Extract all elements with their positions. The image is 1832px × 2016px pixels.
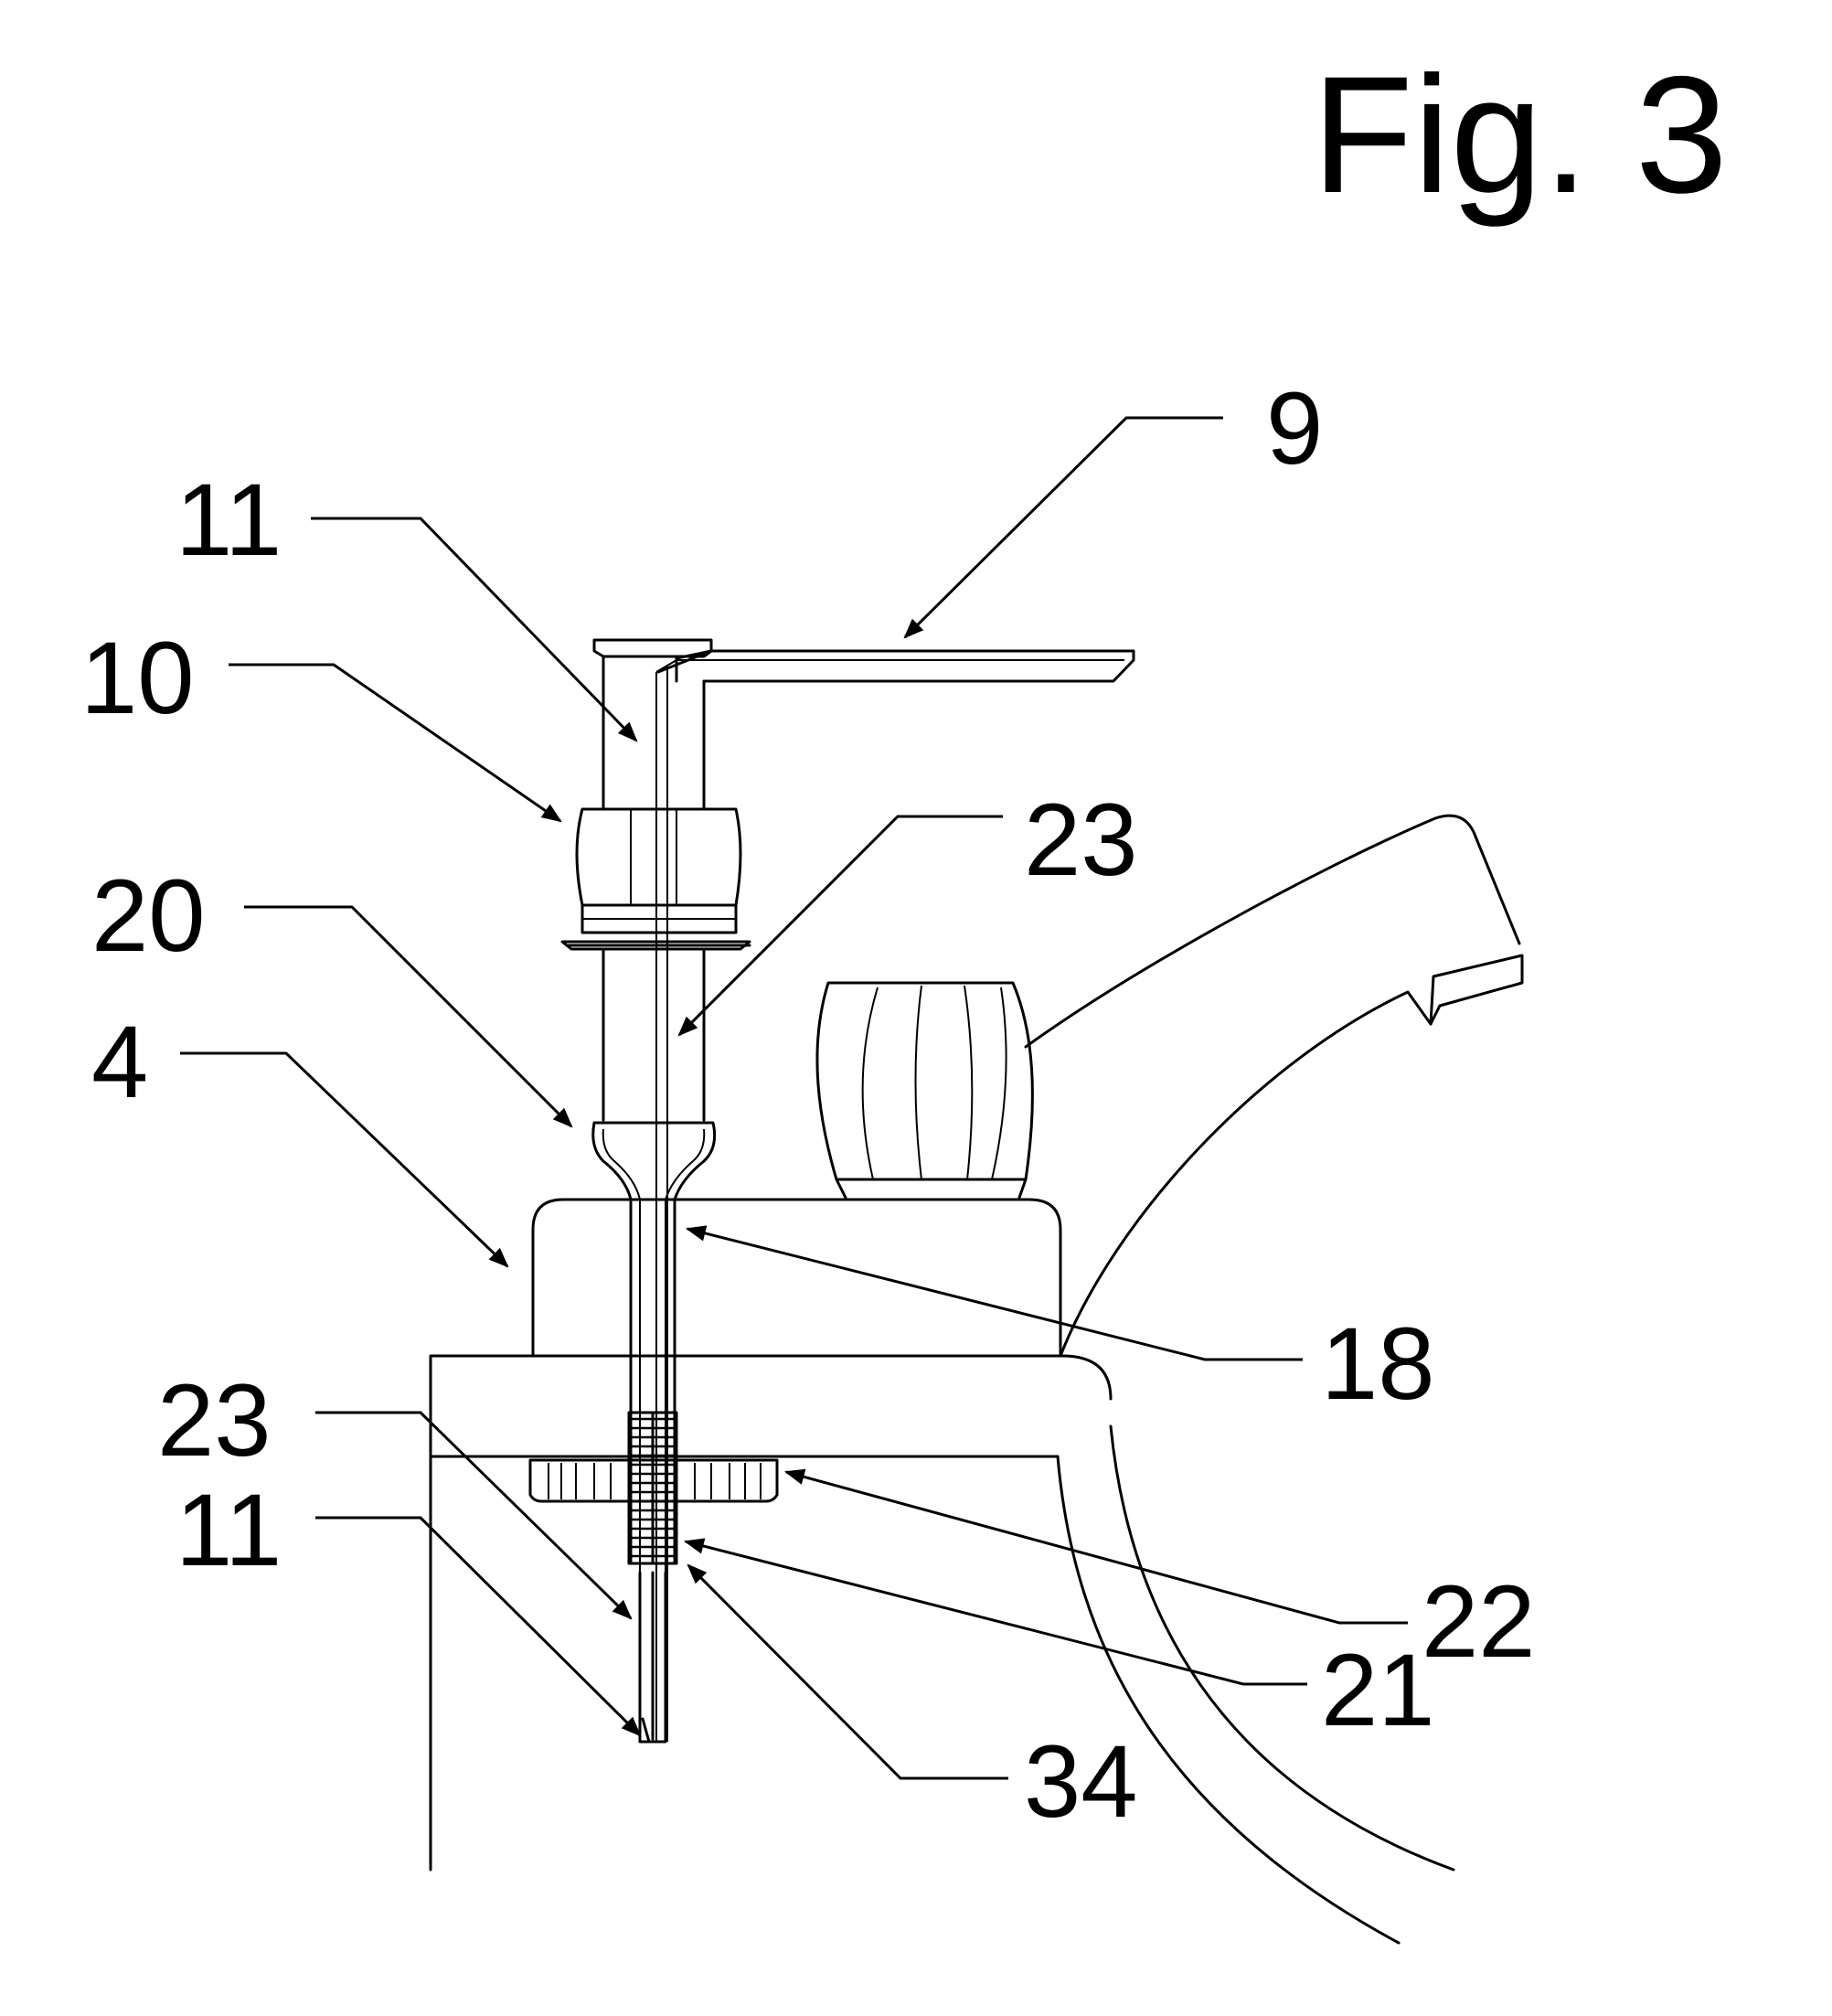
faucet-base: [533, 1200, 1060, 1356]
label-23-bottom: 23: [157, 1363, 272, 1477]
label-23-top: 23: [1024, 783, 1138, 897]
reference-labels: 9 11 10 23 20 4 18 23 11 22 21 34: [80, 371, 1536, 1839]
threaded-tube: [629, 1413, 676, 1563]
label-34: 34: [1024, 1724, 1138, 1839]
label-18: 18: [1321, 1307, 1435, 1421]
label-21: 21: [1321, 1633, 1435, 1747]
label-9: 9: [1266, 371, 1323, 485]
label-4: 4: [91, 1005, 148, 1119]
label-11-top: 11: [176, 463, 282, 577]
faucet-handle: [817, 983, 1032, 1198]
countertop: [431, 1356, 1111, 1870]
label-11-bottom: 11: [176, 1473, 282, 1587]
figure-title: Fig. 3: [1312, 41, 1728, 228]
label-20: 20: [91, 859, 206, 973]
leader-lines: [180, 418, 1408, 1778]
label-10: 10: [80, 621, 195, 735]
label-22: 22: [1422, 1564, 1536, 1679]
